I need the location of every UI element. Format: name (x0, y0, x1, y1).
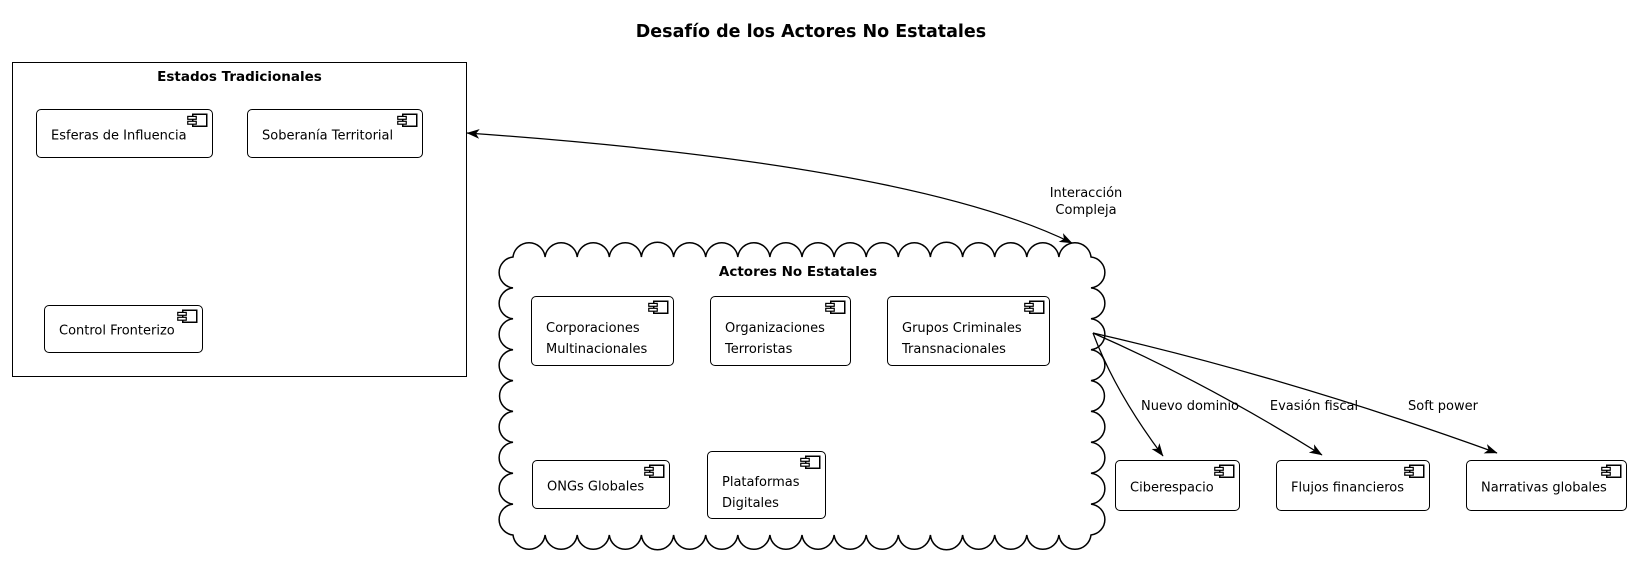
edge-label-evasion-fiscal: Evasión fiscal (1269, 399, 1359, 414)
component-narrativas-globales: Narrativas globales (1466, 460, 1627, 511)
component-label: Ciberespacio (1130, 480, 1214, 496)
component-icon (187, 113, 208, 127)
component-label: Plataformas Digitales (722, 475, 800, 511)
component-plataformas-digitales: Plataformas Digitales (707, 451, 826, 519)
component-flujos-financieros: Flujos financieros (1276, 460, 1430, 511)
edge-evasion-fiscal (1092, 332, 1323, 456)
cloud-label: Actores No Estatales (718, 264, 878, 280)
edge-label-soft-power: Soft power (1408, 399, 1478, 414)
component-label: Grupos Criminales Transnacionales (902, 321, 1022, 357)
component-icon (177, 309, 198, 323)
component-icon (397, 113, 418, 127)
component-icon (1404, 464, 1425, 478)
component-label: Esferas de Influencia (51, 128, 187, 144)
component-control-fronterizo: Control Fronterizo (44, 305, 203, 353)
component-icon (648, 300, 669, 314)
component-ciberespacio: Ciberespacio (1115, 460, 1240, 511)
component-icon (800, 455, 821, 469)
component-label: Soberanía Territorial (262, 128, 394, 144)
component-label: Narrativas globales (1481, 480, 1607, 496)
component-organizaciones-terroristas: Organizaciones Terroristas (710, 296, 851, 366)
diagram-title: Desafío de los Actores No Estatales (635, 22, 987, 42)
component-ongs-globales: ONGs Globales (532, 460, 670, 509)
component-label: Corporaciones Multinacionales (546, 321, 648, 357)
component-corporaciones-multinacionales: Corporaciones Multinacionales (531, 296, 674, 366)
component-label: Flujos financieros (1291, 480, 1404, 496)
component-label: ONGs Globales (547, 479, 645, 495)
edge-label-interaccion-compleja: Interacción Compleja (1049, 186, 1123, 218)
edge-label-nuevo-dominio: Nuevo dominio (1140, 399, 1240, 414)
component-icon (1214, 464, 1235, 478)
component-grupos-criminales-transnacionales: Grupos Criminales Transnacionales (887, 296, 1050, 366)
component-icon (1601, 464, 1622, 478)
edge-soft-power (1092, 332, 1498, 454)
edge-interaccion-compleja (466, 129, 1073, 244)
component-esferas-de-influencia: Esferas de Influencia (36, 109, 213, 158)
component-icon (1024, 300, 1045, 314)
component-icon (825, 300, 846, 314)
component-icon (644, 464, 665, 478)
component-label: Organizaciones Terroristas (725, 321, 825, 357)
component-label: Control Fronterizo (59, 323, 175, 339)
package-label: Estados Tradicionales (157, 69, 322, 85)
edge-nuevo-dominio (1092, 332, 1164, 457)
component-soberania-territorial: Soberanía Territorial (247, 109, 423, 158)
